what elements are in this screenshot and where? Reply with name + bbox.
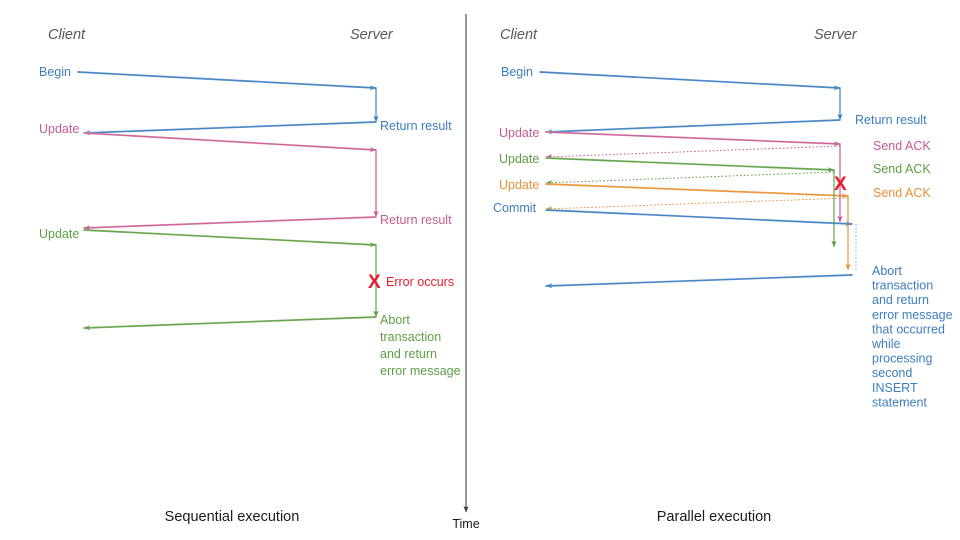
panel-sequential-error-x: X xyxy=(368,272,381,293)
parallel-arrow-send-ack-2-reply-line xyxy=(545,171,835,186)
panel-sequential-server-actor-label: Server xyxy=(350,27,394,43)
panel-sequential-label-return-result-1: Return result xyxy=(380,119,452,133)
parallel-arrow-send-ack-1-reply xyxy=(545,145,841,160)
sequential-arrow-return-result-2-reply-line xyxy=(83,216,377,231)
sequential-arrow-return-result-1-reply-line xyxy=(83,121,377,136)
panel-parallel-abort-message-line: second xyxy=(872,366,912,380)
panel-parallel-error-x: X xyxy=(834,174,847,195)
sequential-arrow-update-2-request xyxy=(83,229,377,248)
sequential-arrow-begin-request xyxy=(77,71,377,91)
panel-parallel-label-send-ack-1: Send ACK xyxy=(873,139,931,153)
panel-parallel-abort-message-line: transaction xyxy=(872,279,933,293)
panel-parallel-label-return-result: Return result xyxy=(855,113,927,127)
panel-parallel-caption: Parallel execution xyxy=(657,509,771,525)
panel-parallel-label-begin: Begin xyxy=(501,65,533,79)
parallel-arrow-update-3-request-line xyxy=(545,183,849,199)
parallel-arrow-commit-request-line xyxy=(545,209,853,227)
panel-sequential-label-update-2: Update xyxy=(39,227,79,241)
sequential-arrow-update-2-request-line xyxy=(83,229,377,248)
parallel-arrow-begin-request-line xyxy=(539,71,841,91)
parallel-arrow-abort-reply-line xyxy=(545,274,853,289)
parallel-arrow-return-result-reply-line xyxy=(545,119,841,135)
panel-sequential-abort-message-line: and return xyxy=(380,347,437,361)
sequential-arrow-update-1-request xyxy=(83,132,377,153)
panel-parallel-label-update-1: Update xyxy=(499,126,539,140)
panel-sequential-label-error-occurs: Error occurs xyxy=(386,275,454,289)
panel-parallel-abort-message-line: INSERT xyxy=(872,381,918,395)
panel-parallel-label-send-ack-2: Send ACK xyxy=(873,162,931,176)
parallel-arrow-update-2-request xyxy=(545,157,835,173)
panel-parallel-label-update-2: Update xyxy=(499,152,539,166)
panel-parallel-label-update-3: Update xyxy=(499,178,539,192)
panel-parallel-abort-message-line: Abort xyxy=(872,264,902,278)
parallel-arrow-update-1-request xyxy=(545,131,841,147)
panel-sequential-abort-message-line: Abort xyxy=(380,313,410,327)
parallel-arrow-send-ack-3-reply-line xyxy=(545,197,849,212)
sequential-arrow-begin-request-line xyxy=(77,71,377,91)
parallel-arrow-update-1-request-line xyxy=(545,131,841,147)
panel-sequential-label-update-1: Update xyxy=(39,122,79,136)
parallel-arrow-update-2-request-line xyxy=(545,157,835,173)
parallel-arrow-commit-request xyxy=(545,209,853,227)
time-axis-layer: Time Sequential execution Parallel executi… xyxy=(165,14,771,531)
panel-parallel-label-send-ack-3: Send ACK xyxy=(873,186,931,200)
panel-sequential-abort-message-line: transaction xyxy=(380,330,441,344)
panel-parallel-abort-message-line: and return xyxy=(872,293,929,307)
parallel-arrow-update-3-request xyxy=(545,183,849,199)
panel-parallel-abort-message-line: error message xyxy=(872,308,953,322)
panel-sequential-abort-message-line: error message xyxy=(380,364,461,378)
panel-parallel-server-actor-label: Server xyxy=(814,27,858,43)
panel-parallel-label-commit: Commit xyxy=(493,201,537,215)
panel-sequential-textblock-abort-message: Abort transaction and return error message xyxy=(380,313,461,378)
parallel-arrow-return-result-reply xyxy=(545,119,841,135)
parallel-arrow-abort-reply xyxy=(545,274,853,289)
parallel-arrow-begin-request xyxy=(539,71,841,91)
parallel-arrow-send-ack-1-reply-line xyxy=(545,145,841,160)
panel-parallel-client-actor-label: Client xyxy=(500,27,538,43)
panel-sequential-label-begin: Begin xyxy=(39,65,71,79)
parallel-arrow-send-ack-2-reply xyxy=(545,171,835,186)
panel-parallel-abort-message-line: statement xyxy=(872,395,927,409)
panel-sequential-caption: Sequential execution xyxy=(165,509,300,525)
panel-parallel-abort-message-line: that occurred xyxy=(872,322,945,336)
time-axis-label: Time xyxy=(452,517,479,531)
panel-sequential-client-actor-label: Client xyxy=(48,27,86,43)
sequential-arrow-update-1-request-line xyxy=(83,132,377,153)
panel-parallel-abort-message-line: processing xyxy=(872,352,932,366)
sequential-arrow-abort-reply xyxy=(83,316,377,331)
panel-sequential-label-return-result-2: Return result xyxy=(380,213,452,227)
sequential-arrow-return-result-2-reply xyxy=(83,216,377,231)
sequential-arrow-return-result-1-reply xyxy=(83,121,377,136)
parallel-arrow-send-ack-3-reply xyxy=(545,197,849,212)
sequential-arrow-abort-reply-line xyxy=(83,316,377,331)
panel-parallel-abort-message-line: while xyxy=(871,337,901,351)
